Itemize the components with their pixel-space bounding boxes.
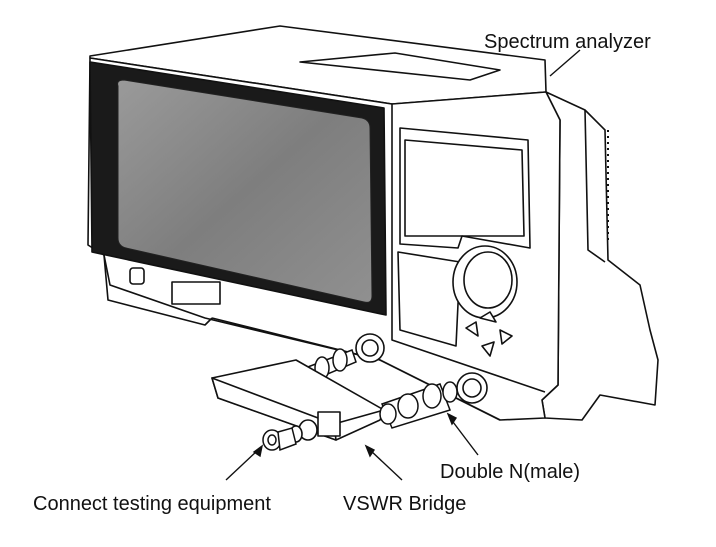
leader-double-n [449, 417, 479, 456]
front-label-slot [171, 281, 221, 305]
leader-vswr-bridge [369, 449, 403, 481]
power-button [129, 267, 145, 285]
control-panel-display [404, 139, 525, 237]
input-port-upper [355, 333, 385, 363]
double-n-male-adapter [379, 381, 458, 429]
label-spectrum-analyzer: Spectrum analyzer [484, 31, 651, 53]
control-panel-lower [397, 251, 461, 347]
analyzer-front-lip [103, 254, 213, 326]
spectrum-analyzer-device [87, 25, 659, 421]
arrow-key-left-icon [465, 321, 479, 337]
leader-double-n-arrowhead [446, 412, 458, 426]
input-port-upper-inner [361, 339, 379, 357]
arrow-key-down-icon [481, 341, 495, 357]
label-vswr-bridge: VSWR Bridge [343, 493, 466, 515]
output-port-lower-inner [462, 378, 482, 398]
label-double-n-male: Double N(male) [440, 461, 580, 483]
leader-connect-testing [225, 449, 259, 481]
screen-glass [117, 79, 373, 303]
control-panel-frame [391, 104, 546, 393]
arrow-key-up-icon [479, 311, 497, 323]
vswr-bridge-device [211, 359, 385, 443]
leader-vswr-arrowhead [364, 444, 376, 458]
analyzer-right-side-edge [584, 109, 606, 263]
leader-lines [225, 49, 581, 481]
label-connect-testing-equipment: Connect testing equipment [33, 493, 271, 515]
output-port-lower [456, 372, 488, 404]
leader-spectrum-analyzer [549, 49, 581, 77]
test-equipment-connector [262, 427, 297, 452]
rotary-knob-inner [463, 251, 513, 309]
arrow-key-right-icon [499, 329, 513, 345]
analyzer-top-panel-line [299, 52, 501, 81]
leader-connect-arrowhead [252, 444, 264, 458]
analyzer-base [211, 317, 501, 421]
